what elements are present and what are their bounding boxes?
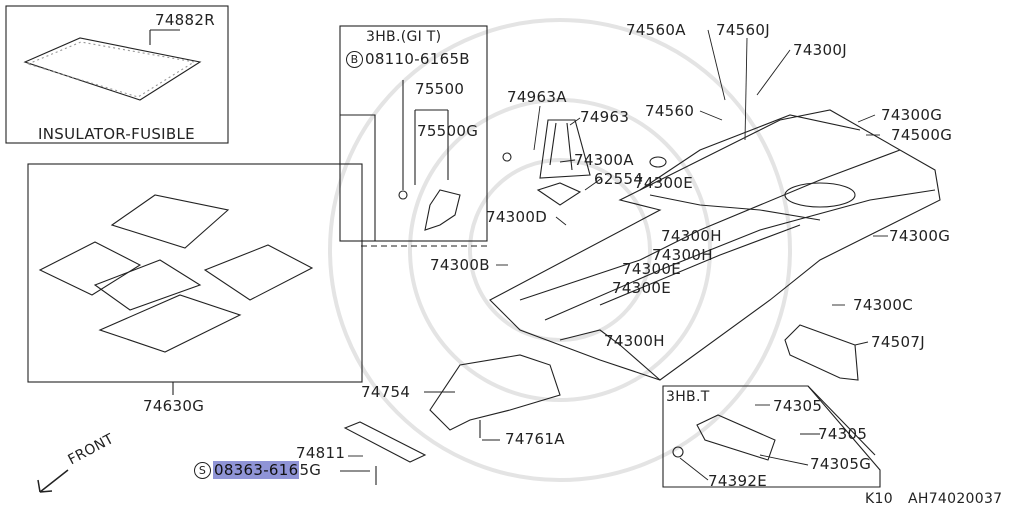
part-74300e-b: 74300E — [622, 260, 681, 278]
part-74560: 74560 — [645, 102, 695, 120]
screw-code-icon: S — [194, 462, 211, 479]
part-74560a: 74560A — [626, 21, 686, 39]
part-74300h-b: 74300H — [652, 246, 713, 264]
shift-boot — [539, 119, 591, 179]
part-74300g-b: 74300G — [889, 227, 951, 245]
insulator-sheet — [23, 37, 202, 101]
part-74761a: 74761A — [505, 430, 565, 448]
part-74305-a: 74305 — [773, 397, 823, 415]
small-box — [662, 385, 881, 488]
part-74300e-a: 74300E — [634, 174, 693, 192]
part-74560j: 74560J — [716, 21, 770, 39]
part-74630g: 74630G — [143, 397, 205, 415]
part-74811: 74811 — [296, 444, 346, 462]
part-74300d: 74300D — [486, 208, 548, 226]
insulator-box — [5, 5, 229, 144]
leader-lines — [340, 29, 888, 481]
part-74963a: 74963A — [507, 88, 567, 106]
part-74300h-a: 74300H — [661, 227, 722, 245]
part-74392e: 74392E — [708, 472, 767, 490]
screw-part-suffix: 5G — [299, 461, 322, 479]
trans-box — [339, 25, 488, 242]
part-74963: 74963 — [580, 108, 630, 126]
mat-box — [27, 163, 363, 383]
part-74300c: 74300C — [853, 296, 913, 314]
part-74300j: 74300J — [793, 41, 847, 59]
bracket-74507j — [784, 324, 859, 381]
page-code: K10 — [865, 491, 893, 507]
part-74305-b: 74305 — [818, 425, 868, 443]
screw-part-highlight: 08363-616 — [213, 461, 300, 479]
bolt-code-icon: B — [346, 51, 363, 68]
part-75500g: 75500G — [417, 122, 479, 140]
part-74507j: 74507J — [871, 333, 925, 351]
part-74882r: 74882R — [155, 11, 215, 29]
front-arrow — [37, 469, 69, 493]
small-box-title: 3HB.T — [666, 389, 710, 405]
part-74300e-c: 74300E — [612, 279, 671, 297]
tunnel-74754 — [429, 354, 561, 431]
part-74300h-c: 74300H — [604, 332, 665, 350]
part-75500: 75500 — [415, 80, 465, 98]
bolt-part-number: 08110-6165B — [365, 50, 470, 68]
part-74300a: 74300A — [574, 151, 634, 169]
part-74754: 74754 — [361, 383, 411, 401]
trans-box-title: 3HB.(GI T) — [366, 29, 442, 45]
insulator-caption: INSULATOR-FUSIBLE — [38, 125, 195, 143]
part-74300g-a: 74300G — [881, 106, 943, 124]
part-74305g: 74305G — [810, 455, 872, 473]
part-62554: 62554 — [594, 170, 644, 188]
reference-code: AH74020037 — [908, 491, 1003, 507]
part-74500g: 74500G — [891, 126, 953, 144]
bracket-74811 — [343, 421, 427, 463]
part-74300b: 74300B — [430, 256, 490, 274]
